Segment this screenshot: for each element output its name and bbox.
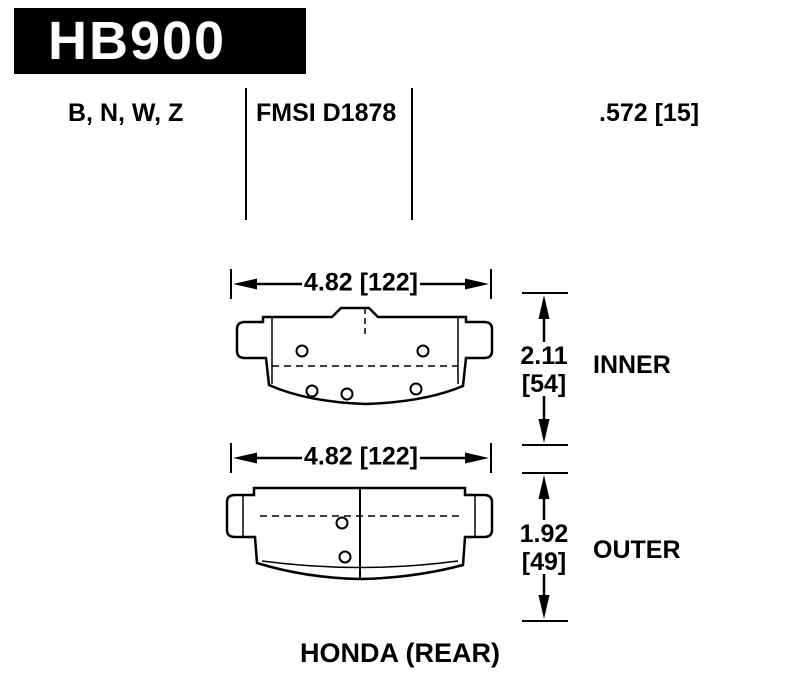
inner-pad-label: INNER <box>593 351 671 379</box>
part-number: HB900 <box>48 11 227 71</box>
compound-codes: B, N, W, Z <box>68 99 184 127</box>
header-divider-2 <box>411 88 413 220</box>
pad-thickness: .572 [15] <box>599 99 700 127</box>
dimension-width-outer: 4.82 [122] <box>228 437 494 477</box>
width-dim-text-inner: 4.82 [122] <box>304 268 418 297</box>
application-label: HONDA (REAR) <box>300 638 500 668</box>
height-dim-inner-mm: [54] <box>521 370 567 398</box>
inner-pad-drawing <box>235 306 494 406</box>
width-arrow-inner <box>230 269 492 299</box>
fmsi-number: FMSI D1878 <box>256 99 397 127</box>
height-arrow-outer <box>522 472 568 622</box>
width-arrow-outer <box>230 443 492 473</box>
height-dim-outer-mm: [49] <box>521 548 567 576</box>
outer-pad-drawing <box>225 486 494 581</box>
outer-pad-label: OUTER <box>593 536 681 564</box>
inner-pad-outline <box>235 306 494 406</box>
dimension-height-inner: 2.11 [54] <box>512 288 576 450</box>
header-divider-1 <box>245 88 247 220</box>
height-arrow-inner <box>522 292 568 446</box>
height-dim-outer-in: 1.92 <box>519 520 569 548</box>
height-dim-inner-in: 2.11 <box>520 342 568 370</box>
dimension-height-outer: 1.92 [49] <box>512 468 576 626</box>
width-dim-text-outer: 4.82 [122] <box>304 442 418 471</box>
dimension-width-inner: 4.82 [122] <box>228 263 494 303</box>
part-number-box: HB900 <box>14 8 306 74</box>
